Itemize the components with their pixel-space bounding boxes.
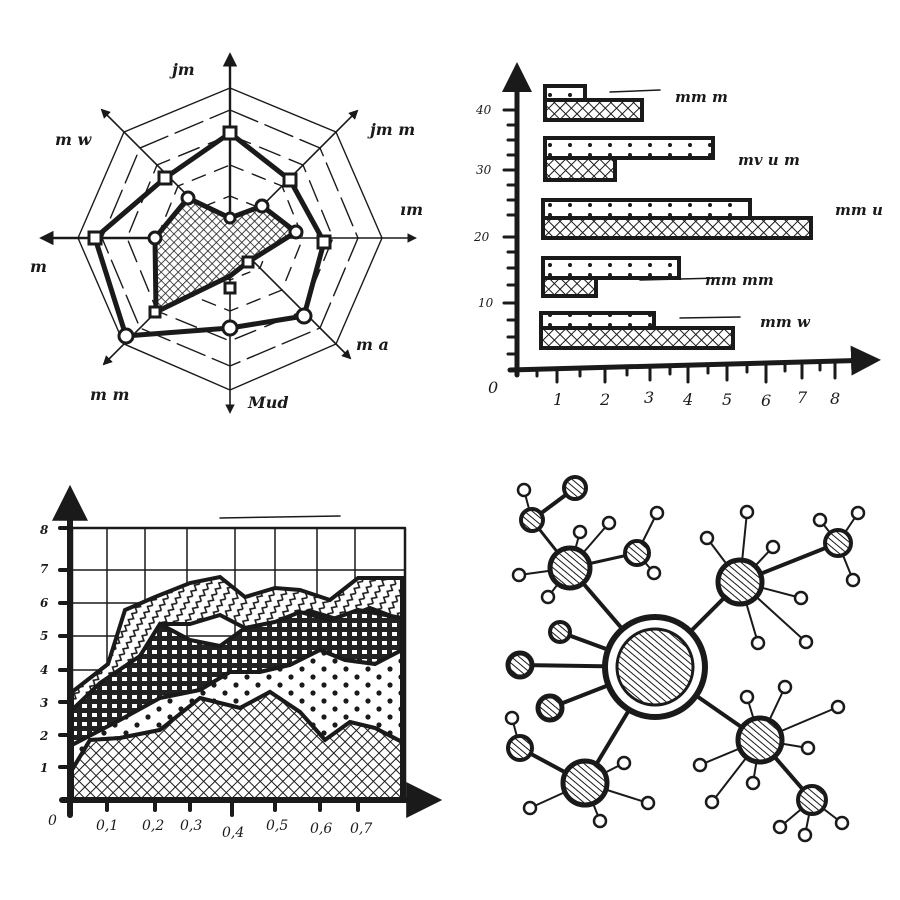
area-x-label-0-6: 0,6 <box>310 821 332 837</box>
radar-label-top-left: m w <box>55 130 93 149</box>
network-leaves <box>504 482 866 843</box>
bar-annotation-5: mm w <box>760 313 811 331</box>
bar-y-label-20: 20 <box>473 230 490 244</box>
hub-node-bottom-right <box>735 715 785 765</box>
area-x-label-0-1: 0,1 <box>96 818 118 834</box>
bar-x-label-3: 3 <box>644 388 654 407</box>
area-axes <box>52 484 443 818</box>
hub-node-bottom-left <box>560 758 610 808</box>
radar-label-bottom-right: m a <box>356 335 389 354</box>
hub-node-top-left <box>547 545 593 591</box>
radar-series-outer <box>87 125 332 345</box>
bar-x-label-6: 6 <box>761 391 771 410</box>
network-hubs <box>505 475 853 816</box>
bar-group-4 <box>541 256 681 298</box>
radar-label-top-right: jm m <box>367 120 415 139</box>
area-y-label-6: 6 <box>40 596 49 610</box>
area-series-zigzag <box>70 574 404 715</box>
bar-group-1 <box>543 84 644 122</box>
radar-label-bottom: Mud <box>247 393 289 412</box>
bar-y-label-10: 10 <box>478 296 494 310</box>
bar-chart: 40 30 20 10 0 1 2 3 4 5 6 7 8 <box>473 62 883 410</box>
area-x-label-0: 0 <box>48 813 57 829</box>
radar-series-inner <box>147 190 304 319</box>
area-x-label-0-5: 0,5 <box>266 818 288 834</box>
radar-axis-labels: jm jm m ım m a Mud m m m m w <box>30 60 423 412</box>
bar-y-tick-labels: 40 30 20 10 <box>473 103 494 310</box>
area-x-label-0-2: 0,2 <box>142 818 164 834</box>
bar-x-tick-labels: 0 1 2 3 4 5 6 7 8 <box>488 378 840 410</box>
bar-x-label-7: 7 <box>797 388 808 407</box>
area-x-label-0-4: 0,4 <box>222 825 244 841</box>
bar-x-label-1: 1 <box>553 390 563 409</box>
bar-y-label-30: 30 <box>476 163 492 177</box>
bar-group-3 <box>541 198 813 240</box>
area-y-label-4: 4 <box>40 663 48 677</box>
area-y-label-7: 7 <box>40 562 49 576</box>
bar-x-label-2: 2 <box>599 390 610 409</box>
bar-annotation-1: mm m <box>675 88 728 106</box>
bar-y-label-40: 40 <box>475 103 492 117</box>
bar-group-5 <box>539 311 735 350</box>
radar-label-left: m <box>30 257 47 276</box>
bar-axes <box>502 62 881 384</box>
bar-annotation-2: mv u m <box>738 151 800 169</box>
bar-x-label-5: 5 <box>722 390 732 409</box>
hub-node-top-right <box>715 557 765 607</box>
area-y-label-5: 5 <box>40 629 48 643</box>
area-series-crosshatch <box>70 689 404 802</box>
area-y-tick-labels: 1 2 3 4 5 6 7 8 <box>39 523 49 775</box>
area-x-label-0-3: 0,3 <box>180 818 202 834</box>
bar-group-2 <box>543 136 715 182</box>
area-x-tick-labels: 0 0,1 0,2 0,3 0,4 0,5 0,6 0,7 <box>48 813 372 841</box>
radar-label-top: jm <box>169 60 195 79</box>
radar-label-right: ım <box>400 200 423 219</box>
bar-annotation-4: mm mm <box>705 271 774 289</box>
bar-annotation-3: mm u <box>835 201 883 219</box>
area-y-label-1: 1 <box>40 761 48 775</box>
bar-x-label-4: 4 <box>682 390 693 409</box>
area-chart: 1 2 3 4 5 6 7 8 0 0,1 0,2 0,3 0,4 0,5 0,… <box>39 484 443 841</box>
bar-x-label-8: 8 <box>830 389 840 408</box>
network-diagram <box>504 475 866 843</box>
area-y-label-8: 8 <box>40 523 49 537</box>
area-y-label-2: 2 <box>39 729 48 743</box>
area-x-label-0-7: 0,7 <box>350 821 372 837</box>
radar-chart: jm jm m ım m a Mud m m m m w <box>30 52 423 414</box>
bar-x-label-0: 0 <box>488 378 498 397</box>
radar-label-bottom-left: m m <box>90 385 129 404</box>
area-y-label-3: 3 <box>40 696 48 710</box>
bar-annotations: mm m mv u m mm u mm mm mm w <box>609 88 883 331</box>
